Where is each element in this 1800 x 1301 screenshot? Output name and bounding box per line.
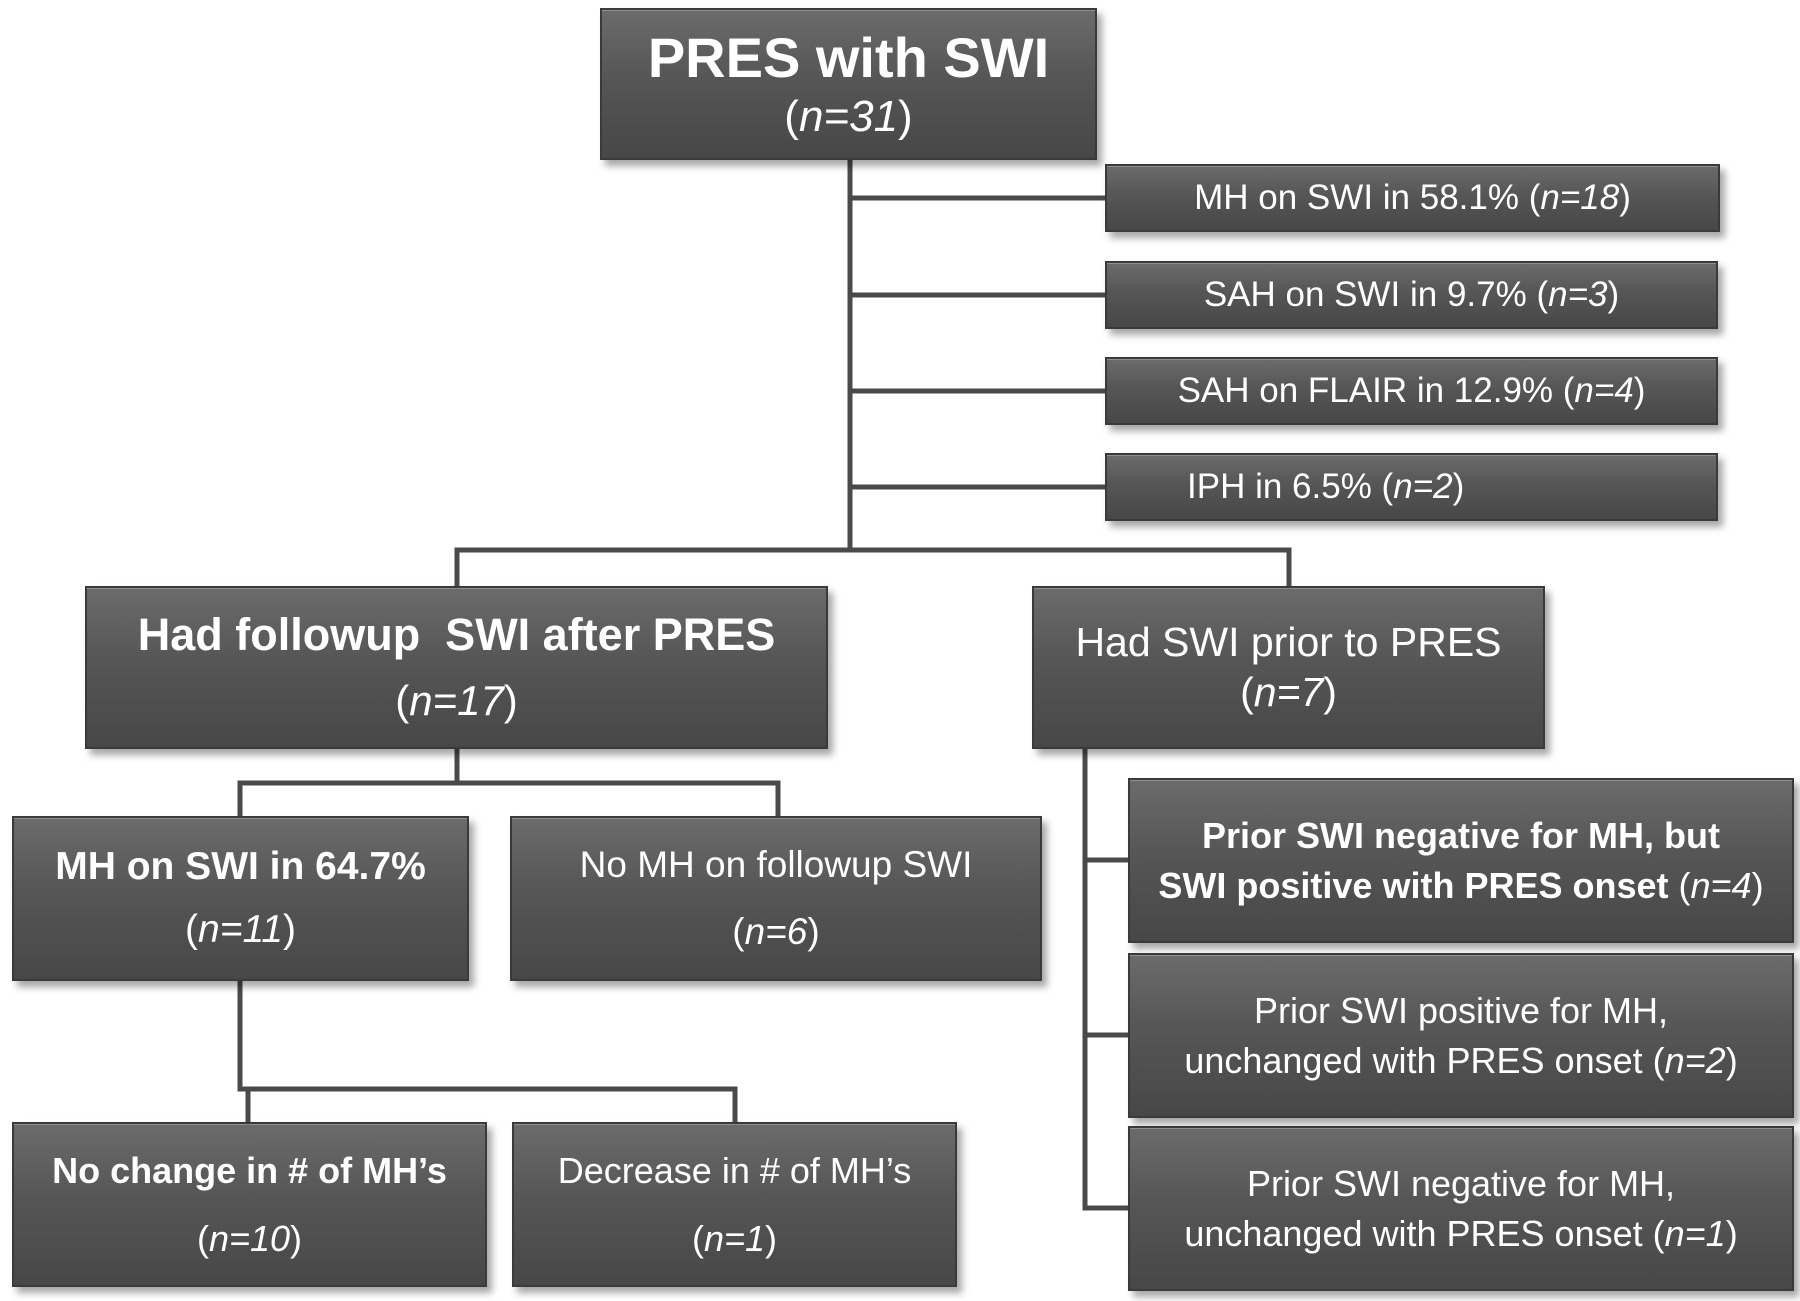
prior-outcome-box-new-mh: Prior SWI negative for MH, but SWI posit… [1128, 778, 1794, 943]
no-change-title: No change in # of MH’s [52, 1150, 447, 1192]
prior-outcome-2-line1: Prior SWI positive for MH, [1253, 990, 1669, 1032]
no-change-box: No change in # of MH’s (n=10) [12, 1122, 487, 1287]
followup-count: (n=17) [395, 677, 518, 725]
root-count: (n=31) [784, 92, 913, 142]
prior-count: (n=7) [1240, 668, 1337, 715]
no-mh-title: No MH on followup SWI [579, 844, 973, 886]
prior-outcome-3-line2: unchanged with PRES onset (n=1) [1184, 1212, 1738, 1254]
prior-title: Had SWI prior to PRES [1075, 619, 1502, 666]
finding-box-mh: MH on SWI in 58.1% (n=18) [1105, 164, 1720, 232]
root-box: PRES with SWI (n=31) [600, 8, 1097, 160]
prior-box: Had SWI prior to PRES (n=7) [1032, 586, 1545, 749]
prior-outcome-box-negative: Prior SWI negative for MH, unchanged wit… [1128, 1126, 1794, 1291]
no-mh-box: No MH on followup SWI (n=6) [510, 816, 1042, 981]
mh-positive-count: (n=11) [185, 907, 296, 951]
followup-title: Had followup SWI after PRES [137, 609, 776, 661]
prior-outcome-3-line1: Prior SWI negative for MH, [1246, 1163, 1676, 1205]
no-mh-count: (n=6) [732, 910, 820, 952]
finding-box-sah-flair: SAH on FLAIR in 12.9% (n=4) [1105, 357, 1718, 425]
prior-outcome-box-positive: Prior SWI positive for MH, unchanged wit… [1128, 953, 1794, 1118]
root-title: PRES with SWI [647, 26, 1050, 89]
decrease-count: (n=1) [691, 1217, 778, 1259]
decrease-box: Decrease in # of MH’s (n=1) [512, 1122, 957, 1287]
mh-positive-title: MH on SWI in 64.7% [55, 844, 426, 888]
finding-box-sah-swi: SAH on SWI in 9.7% (n=3) [1105, 261, 1718, 329]
prior-outcome-2-line2: unchanged with PRES onset (n=2) [1184, 1039, 1738, 1081]
prior-outcome-1-line1: Prior SWI negative for MH, but [1201, 815, 1721, 857]
finding-box-iph: IPH in 6.5% (n=2) [1105, 453, 1718, 521]
prior-outcome-1-line2: SWI positive with PRES onset (n=4) [1158, 864, 1764, 906]
decrease-title: Decrease in # of MH’s [557, 1150, 912, 1192]
followup-box: Had followup SWI after PRES (n=17) [85, 586, 828, 749]
mh-positive-box: MH on SWI in 64.7% (n=11) [12, 816, 469, 981]
no-change-count: (n=10) [196, 1217, 303, 1259]
